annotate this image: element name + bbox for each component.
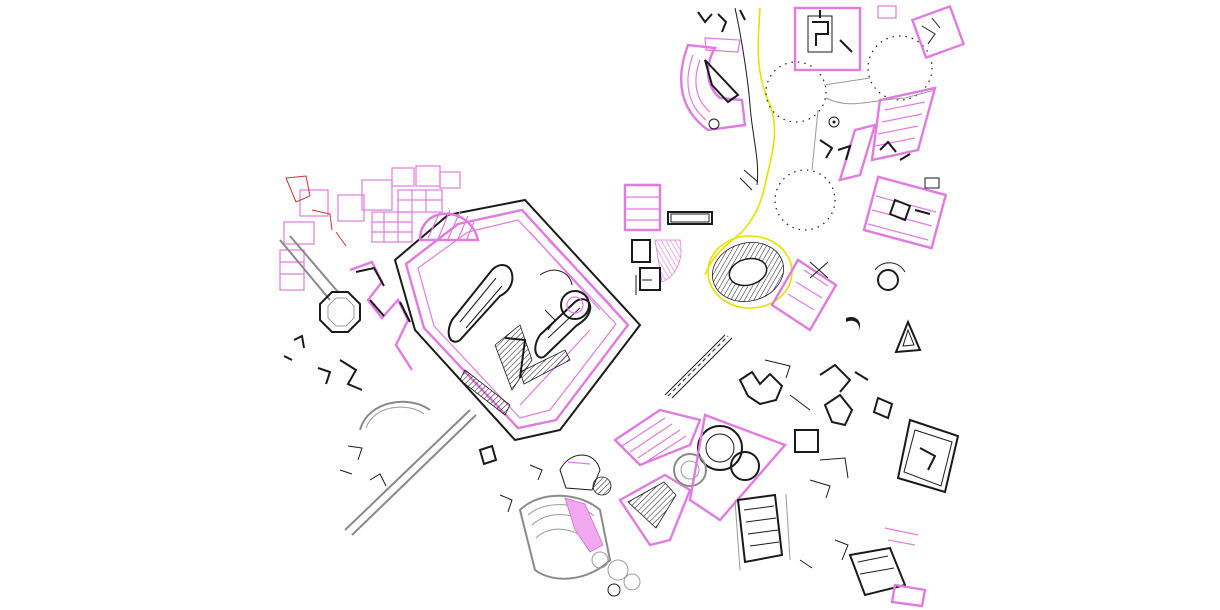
south-theater-district — [518, 334, 811, 597]
east-colonnade — [838, 86, 937, 182]
octagonal-building — [319, 291, 361, 333]
northeast-plaza-cluster — [679, 4, 966, 276]
crescent-structure — [846, 316, 861, 332]
southwest-curve-building — [559, 454, 601, 491]
square-hall — [794, 429, 819, 453]
circular-plaza-south — [774, 169, 836, 231]
plaza-connector — [811, 77, 936, 171]
main-road-west-edge — [734, 7, 759, 186]
stadium-track-south — [534, 298, 592, 359]
south-hatched-wall — [459, 369, 511, 416]
stepped-building — [623, 183, 662, 232]
stadium-track-north — [447, 264, 514, 343]
east-block-1 — [862, 175, 948, 250]
ruin-fragments-north — [697, 9, 746, 33]
ruin-fragments-east — [819, 139, 911, 161]
fan-structure-north — [613, 408, 702, 467]
amphitheater — [707, 235, 793, 309]
southeast-block — [848, 546, 907, 597]
building-north-2-detail — [921, 17, 941, 45]
shaded-sector — [654, 239, 682, 283]
fountain-inner — [832, 120, 836, 124]
west-forum-complex — [393, 198, 642, 442]
fan-structure-south — [618, 473, 692, 547]
southwest-details — [478, 444, 601, 513]
round-complex-west — [673, 453, 707, 487]
circular-plaza-center — [765, 61, 827, 123]
curved-building-north — [679, 37, 747, 132]
east-complex — [846, 175, 948, 354]
east-round-structure — [877, 269, 899, 291]
circular-plaza-north — [867, 35, 933, 101]
triangle-structure — [894, 319, 922, 354]
triangular-enclosure — [688, 413, 788, 522]
southwest-diagonal — [344, 409, 477, 536]
yellow-route-line — [704, 7, 776, 276]
building-north-1 — [793, 6, 862, 72]
forum-outer-wall — [393, 198, 642, 442]
central-ruins — [738, 370, 784, 406]
fountain — [828, 116, 840, 128]
amphitheater-arena — [728, 257, 768, 287]
southeast-magenta — [890, 583, 927, 608]
colonnade-diagonal — [664, 334, 733, 399]
pink-grid-blocks — [279, 165, 461, 291]
east-of-amphitheater — [770, 258, 838, 332]
forum-magenta-rings — [404, 208, 630, 430]
small-building-north — [877, 5, 897, 19]
radial-hemicycle — [418, 212, 480, 242]
far-west-district — [279, 165, 477, 536]
west-rubble — [283, 334, 363, 391]
curved-wall-southwest — [359, 400, 431, 431]
building-north-2 — [910, 4, 966, 60]
round-pit — [592, 476, 612, 496]
temple-group-north — [623, 169, 759, 295]
building-north-1-walls — [812, 10, 853, 53]
diagonal-road-west — [279, 235, 339, 301]
red-outline-building — [285, 175, 347, 247]
south-stepped-building — [736, 493, 784, 564]
magenta-theater-wedge — [564, 497, 604, 553]
round-building-east — [560, 290, 590, 320]
ruins-cluster-east — [823, 393, 894, 427]
southeast-district — [794, 363, 960, 608]
long-hall — [667, 211, 713, 225]
tilted-frame — [896, 418, 960, 494]
round-complex-east-2 — [730, 451, 760, 481]
grey-theater — [518, 494, 612, 580]
